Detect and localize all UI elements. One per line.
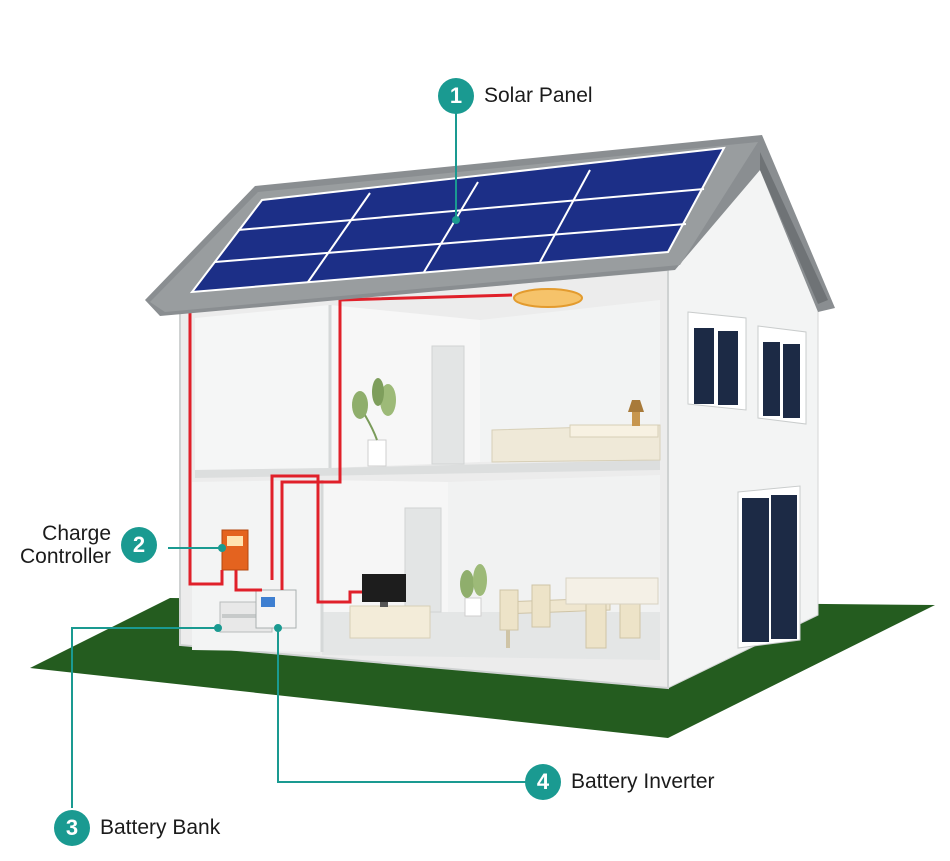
callout-charge-controller: Charge Controller 2 bbox=[20, 522, 157, 568]
charge-controller bbox=[222, 530, 248, 570]
callout-label: Battery Inverter bbox=[571, 770, 715, 793]
callout-label: Charge Controller bbox=[20, 522, 111, 568]
callout-solar-panel: 1 Solar Panel bbox=[438, 78, 593, 114]
callout-number-badge: 1 bbox=[438, 78, 474, 114]
callout-number-badge: 2 bbox=[121, 527, 157, 563]
callout-battery-inverter: 4 Battery Inverter bbox=[525, 764, 715, 800]
callout-battery-bank: 3 Battery Bank bbox=[54, 810, 220, 846]
callout-number-badge: 3 bbox=[54, 810, 90, 846]
callout-label: Battery Bank bbox=[100, 816, 220, 839]
callout-label-line: Controller bbox=[20, 545, 111, 568]
callout-label: Solar Panel bbox=[484, 84, 593, 107]
patio-door bbox=[738, 486, 800, 648]
callout-number-badge: 4 bbox=[525, 764, 561, 800]
callout-label-line: Charge bbox=[20, 522, 111, 545]
ceiling-light bbox=[514, 289, 582, 307]
battery-inverter bbox=[256, 590, 296, 628]
